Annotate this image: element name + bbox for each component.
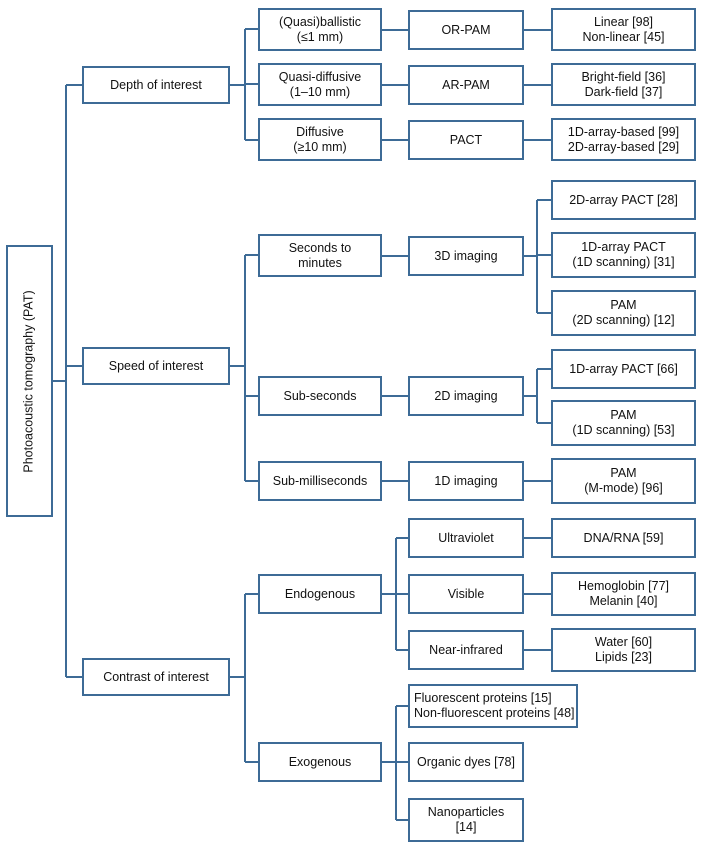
node-label-line: 3D imaging — [434, 248, 498, 263]
node-label-line: 1D-array-based [99] — [567, 124, 680, 139]
node-ar-pam: AR-PAM — [408, 65, 524, 105]
node-hemoglobin-melanin: Hemoglobin [77] Melanin [40] — [551, 572, 696, 616]
node-array-based: 1D-array-based [99] 2D-array-based [29] — [551, 118, 696, 161]
node-label-line: (≤1 mm) — [296, 29, 344, 44]
node-quasi-ballistic: (Quasi)ballistic (≤1 mm) — [258, 8, 382, 51]
node-endogenous: Endogenous — [258, 574, 382, 614]
node-pact: PACT — [408, 120, 524, 160]
node-label-line: minutes — [298, 255, 342, 270]
node-label-line: (M-mode) [96] — [584, 481, 663, 495]
node-label-line: Non-fluorescent proteins [48] — [414, 706, 575, 720]
root-node-pat: Photoacoustic tomography (PAT) — [6, 245, 53, 517]
node-label-line: 1D-array PACT [66] — [569, 361, 678, 376]
node-label-line: Endogenous — [284, 586, 356, 601]
node-label-line: Water [60] — [594, 635, 653, 649]
node-label-line: (1–10 mm) — [289, 84, 351, 99]
node-2d-array-pact: 2D-array PACT [28] — [551, 180, 696, 220]
node-depth-label: Depth of interest — [110, 77, 202, 92]
node-label-line: 2D-array PACT [28] — [569, 192, 678, 207]
node-label-line: Seconds to — [288, 240, 352, 255]
node-label-line: Diffusive — [296, 124, 344, 139]
node-nanoparticles: Nanoparticles [14] — [408, 798, 524, 842]
node-label-line: (1D scanning) [31] — [572, 255, 675, 269]
node-label-line: OR-PAM — [441, 22, 491, 37]
node-label-line: [14] — [455, 820, 477, 834]
node-label-line: 2D-array-based [29] — [567, 139, 680, 154]
node-diffusive: Diffusive (≥10 mm) — [258, 118, 382, 161]
node-label-line: (≥10 mm) — [293, 139, 347, 154]
node-label-line: Non-linear [45] — [582, 29, 665, 44]
node-label-line: Exogenous — [288, 754, 352, 769]
node-quasi-diffusive: Quasi-diffusive (1–10 mm) — [258, 63, 382, 106]
node-2d-imaging: 2D imaging — [408, 376, 524, 416]
node-pam-m-mode: PAM (M-mode) [96] — [551, 458, 696, 504]
node-pam-1d-scanning: PAM (1D scanning) [53] — [551, 400, 696, 446]
node-label-line: Quasi-diffusive — [278, 69, 362, 84]
node-label-line: Sub-milliseconds — [272, 473, 368, 488]
node-label-line: (2D scanning) [12] — [572, 313, 675, 327]
node-label-line: PAM — [610, 408, 637, 422]
node-contrast-label: Contrast of interest — [103, 669, 209, 684]
node-label-line: Melanin [40] — [589, 594, 658, 608]
node-speed-of-interest: Speed of interest — [82, 347, 230, 385]
node-label-line: Linear [98] — [593, 14, 654, 29]
node-visible: Visible — [408, 574, 524, 614]
node-label-line: Nanoparticles — [427, 805, 505, 819]
node-label-line: Bright-field [36] — [581, 69, 666, 84]
node-label-line: 1D imaging — [434, 473, 498, 488]
node-label-line: Lipids [23] — [595, 650, 652, 664]
node-label-line: Fluorescent proteins [15] — [414, 691, 552, 705]
node-label-line: 2D imaging — [434, 388, 498, 403]
node-1d-array-pact: 1D-array PACT [66] — [551, 349, 696, 389]
node-label-line: PACT — [449, 132, 483, 147]
node-proteins: Fluorescent proteins [15] Non-fluorescen… — [408, 684, 578, 728]
node-near-infrared: Near-infrared — [408, 630, 524, 670]
root-node-label: Photoacoustic tomography (PAT) — [22, 289, 37, 473]
node-label-line: Visible — [447, 586, 485, 601]
node-linear-nonlinear: Linear [98] Non-linear [45] — [551, 8, 696, 51]
node-organic-dyes: Organic dyes [78] — [408, 742, 524, 782]
node-water-lipids: Water [60] Lipids [23] — [551, 628, 696, 672]
node-sub-seconds: Sub-seconds — [258, 376, 382, 416]
node-label-line: DNA/RNA [59] — [583, 530, 664, 545]
node-bright-dark-field: Bright-field [36] Dark-field [37] — [551, 63, 696, 106]
node-depth-of-interest: Depth of interest — [82, 66, 230, 104]
node-label-line: (1D scanning) [53] — [572, 423, 675, 437]
node-3d-imaging: 3D imaging — [408, 236, 524, 276]
node-label-line: Organic dyes [78] — [417, 754, 515, 769]
node-or-pam: OR-PAM — [408, 10, 524, 50]
node-seconds-to-minutes: Seconds to minutes — [258, 234, 382, 277]
node-pam-2d-scanning: PAM (2D scanning) [12] — [551, 290, 696, 336]
node-label-line: Dark-field [37] — [584, 84, 663, 99]
node-label-line: 1D-array PACT — [581, 240, 666, 254]
node-label-line: PAM — [610, 466, 637, 480]
node-label-line: Near-infrared — [429, 642, 503, 657]
node-label-line: PAM — [610, 298, 637, 312]
node-contrast-of-interest: Contrast of interest — [82, 658, 230, 696]
node-dna-rna: DNA/RNA [59] — [551, 518, 696, 558]
node-label-line: (Quasi)ballistic — [279, 14, 361, 29]
node-1d-imaging: 1D imaging — [408, 461, 524, 501]
node-label-line: Ultraviolet — [438, 530, 494, 545]
node-sub-milliseconds: Sub-milliseconds — [258, 461, 382, 501]
node-label-line: Hemoglobin [77] — [577, 579, 670, 593]
node-label-line: AR-PAM — [442, 77, 490, 92]
node-label-line: Sub-seconds — [283, 388, 357, 403]
node-exogenous: Exogenous — [258, 742, 382, 782]
node-ultraviolet: Ultraviolet — [408, 518, 524, 558]
node-1d-array-pact-1d-scanning: 1D-array PACT (1D scanning) [31] — [551, 232, 696, 278]
node-speed-label: Speed of interest — [108, 358, 204, 373]
